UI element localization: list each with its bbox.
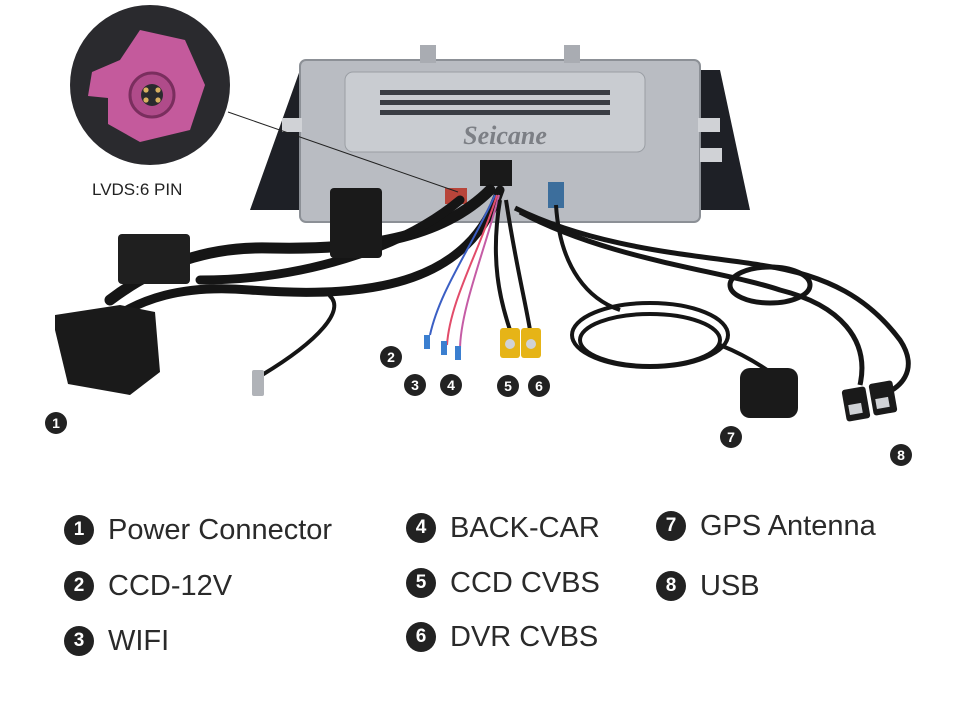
legend-item-ccd-cvbs: 5 CCD CVBS: [406, 563, 600, 603]
legend-label: DVR CVBS: [450, 620, 599, 653]
legend-item-power-connector: 1 Power Connector: [64, 510, 332, 550]
legend-item-wifi: 3 WIFI: [64, 621, 169, 661]
legend-label: USB: [700, 569, 760, 602]
wire-terminals: [424, 335, 461, 360]
legend-number: 3: [64, 626, 94, 656]
legend-label: CCD CVBS: [450, 566, 600, 599]
rca-plugs: [500, 328, 541, 358]
callout-2: 2: [380, 346, 402, 368]
legend-number: 6: [406, 622, 436, 652]
gps-antenna: [740, 368, 798, 418]
gps-cable: [554, 204, 772, 374]
legend-item-usb: 8 USB: [656, 566, 760, 606]
lvds-connector-inset: [70, 5, 459, 193]
legend-number: 7: [656, 511, 686, 541]
power-connector-plug: [55, 305, 160, 395]
callout-5: 5: [497, 375, 519, 397]
usb-cables: [513, 205, 911, 398]
callout-3: 3: [404, 374, 426, 396]
callout-6: 6: [528, 375, 550, 397]
rca-cables: [493, 199, 532, 331]
legend-item-ccd-12v: 2 CCD-12V: [64, 566, 232, 606]
legend-label: BACK-CAR: [450, 511, 600, 544]
head-unit: Seicane: [250, 45, 750, 223]
aux-jack: [252, 370, 264, 396]
legend-label: CCD-12V: [108, 569, 233, 602]
legend-number: 5: [406, 568, 436, 598]
legend-number: 8: [656, 571, 686, 601]
legend-number: 1: [64, 515, 94, 545]
legend-item-dvr-cvbs: 6 DVR CVBS: [406, 617, 598, 657]
harness-connector-block: [330, 188, 382, 258]
legend-item-gps-antenna: 7 GPS Antenna: [656, 506, 876, 546]
lvds-label: LVDS:6 PIN: [92, 180, 183, 199]
legend-label: Power Connector: [108, 513, 333, 546]
legend-label: WIFI: [108, 624, 170, 657]
callout-7: 7: [720, 426, 742, 448]
legend-label: GPS Antenna: [700, 509, 876, 542]
callout-4: 4: [440, 374, 462, 396]
callout-8: 8: [890, 444, 912, 466]
usb-plugs: [841, 380, 898, 422]
signal-wires: [429, 194, 500, 351]
callout-1: 1: [45, 412, 67, 434]
brand-logo: Seicane: [463, 121, 547, 150]
legend-item-back-car: 4 BACK-CAR: [406, 508, 600, 548]
harness-module-box: [118, 234, 190, 284]
legend-number: 4: [406, 513, 436, 543]
power-harness: [104, 184, 505, 377]
legend-number: 2: [64, 571, 94, 601]
